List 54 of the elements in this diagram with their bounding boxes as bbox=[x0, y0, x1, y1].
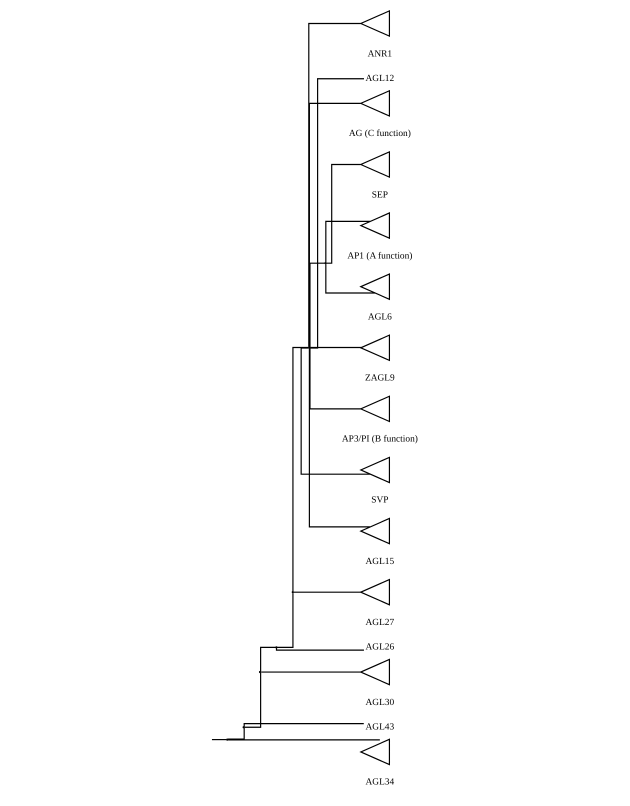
node-label: AGL27 bbox=[366, 618, 394, 628]
node-point bbox=[292, 591, 294, 594]
node-triangle bbox=[359, 150, 390, 178]
node-triangle bbox=[359, 578, 390, 606]
node-label: AGL6 bbox=[368, 312, 392, 322]
connector bbox=[310, 346, 362, 348]
connector bbox=[308, 348, 370, 528]
node-label: AGL34 bbox=[366, 778, 394, 788]
node-label: AG (C function) bbox=[348, 129, 411, 140]
node-point bbox=[308, 346, 310, 349]
connector bbox=[308, 22, 361, 347]
connector bbox=[228, 739, 380, 740]
node-point bbox=[275, 646, 278, 649]
connector bbox=[325, 220, 370, 262]
node-triangle bbox=[359, 90, 390, 117]
connector bbox=[244, 723, 364, 727]
node-triangle bbox=[359, 212, 390, 240]
node-triangle bbox=[359, 273, 390, 300]
connector bbox=[228, 728, 245, 740]
node-text: AGL43 bbox=[366, 722, 394, 733]
connector bbox=[261, 671, 361, 673]
connector bbox=[260, 646, 276, 672]
connector bbox=[309, 348, 361, 410]
node-label: ZAGL9 bbox=[365, 374, 395, 384]
connector bbox=[276, 648, 364, 651]
connector bbox=[309, 262, 325, 348]
node-label: SEP bbox=[372, 190, 388, 200]
connector bbox=[212, 739, 226, 740]
node-triangle bbox=[359, 738, 390, 766]
node-point bbox=[242, 726, 245, 728]
node-text: AGL12 bbox=[366, 74, 394, 84]
node-label: SVP bbox=[371, 496, 388, 506]
node-point bbox=[258, 670, 262, 674]
node-triangle bbox=[359, 658, 390, 686]
node-triangle bbox=[359, 334, 390, 362]
connector bbox=[325, 264, 376, 294]
node-label: AP3/PI (B function) bbox=[342, 434, 418, 445]
node-label: AP1 (A function) bbox=[347, 251, 412, 262]
node-label: AGL30 bbox=[366, 698, 394, 708]
node-triangle bbox=[359, 10, 390, 38]
connector bbox=[308, 102, 361, 347]
connector bbox=[326, 164, 361, 264]
connector bbox=[244, 672, 262, 728]
connector bbox=[292, 346, 308, 592]
node-label: ANR1 bbox=[368, 49, 392, 60]
connector bbox=[277, 593, 294, 648]
connector bbox=[294, 592, 361, 593]
node-triangle bbox=[359, 456, 390, 484]
node-text: AGL26 bbox=[366, 642, 394, 653]
connector bbox=[310, 78, 364, 349]
node-triangle bbox=[359, 395, 390, 422]
node-triangle bbox=[359, 518, 390, 545]
node-label: AGL15 bbox=[366, 556, 394, 567]
node-point bbox=[324, 262, 327, 264]
